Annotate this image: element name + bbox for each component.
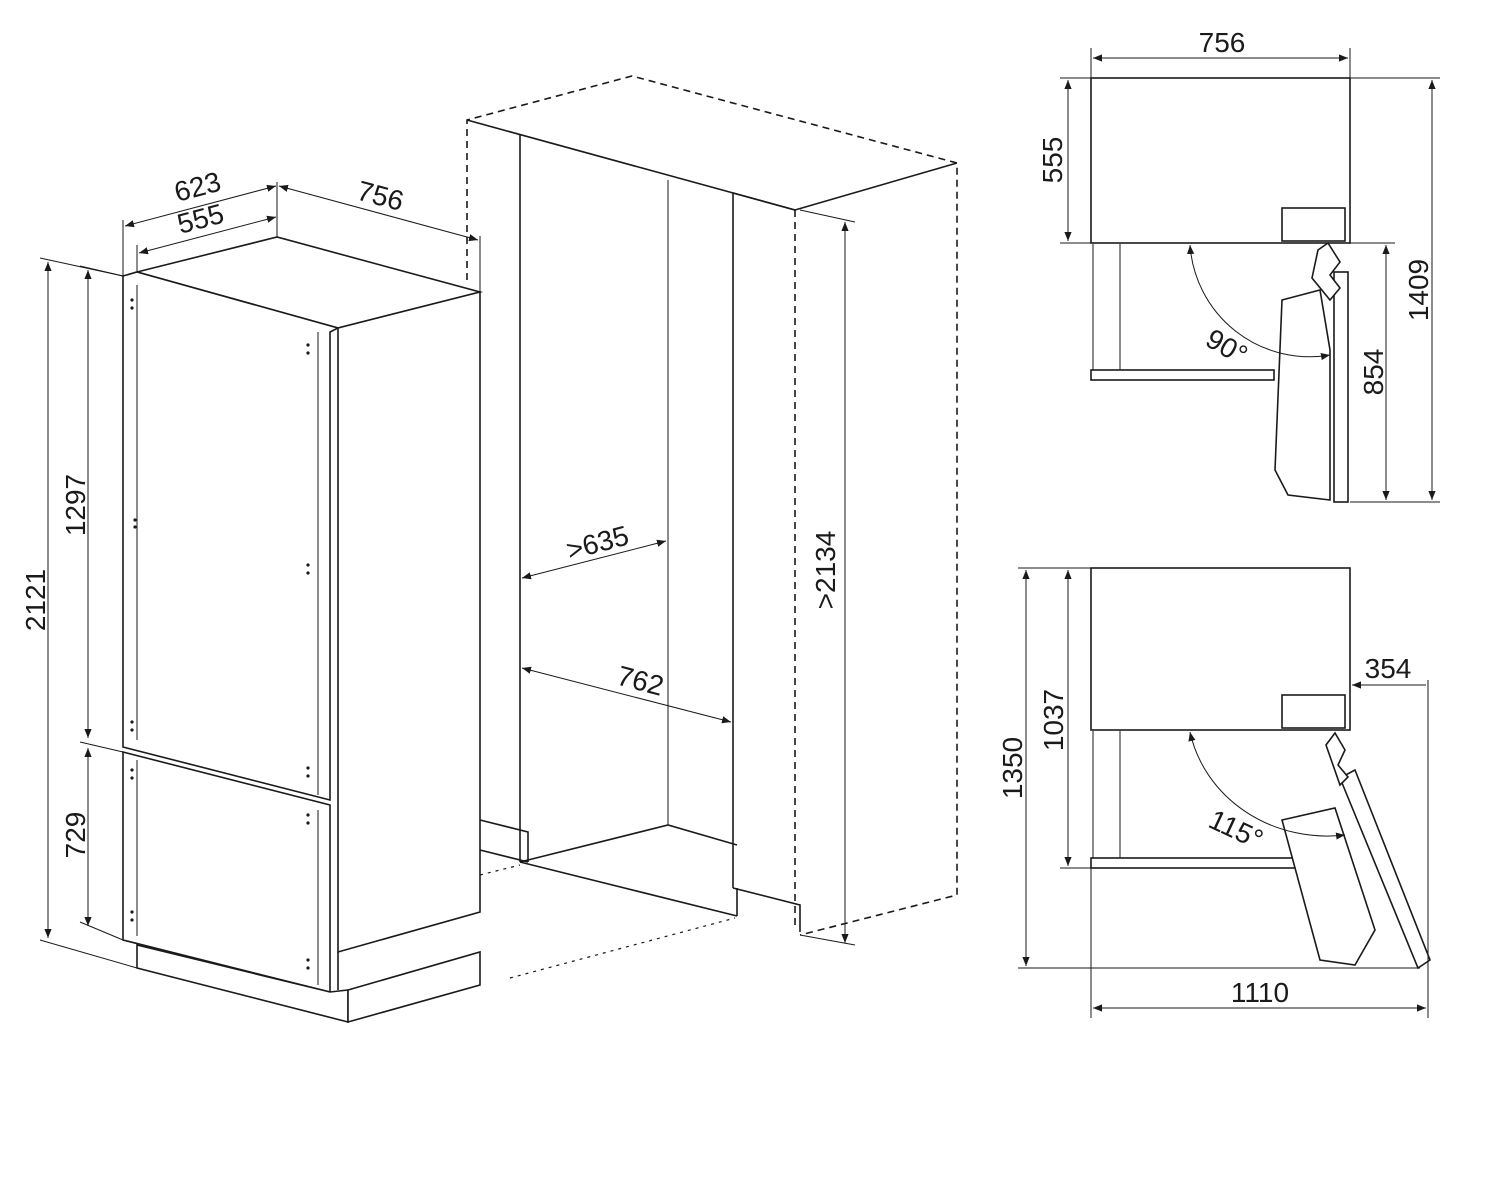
- fridge-isometric: 623 555 756 2121 1297 729: [20, 166, 484, 1024]
- dim-width: 756: [354, 175, 407, 217]
- dim-height-total: 2121: [20, 569, 51, 631]
- angle-90: 90°: [1201, 323, 1253, 371]
- dim-height-freezer: 729: [60, 812, 91, 859]
- dim-total-width: 1110: [1231, 977, 1289, 1008]
- dim-top-width: 756: [1199, 27, 1246, 58]
- dim-door-depth: 854: [1358, 349, 1389, 396]
- dim-total-depth-115: 1350: [997, 737, 1028, 799]
- dim-side-clearance: 354: [1365, 653, 1412, 684]
- angle-115: 115°: [1204, 804, 1268, 856]
- dim-height-fridge: 1297: [60, 474, 91, 536]
- dim-top-depth: 555: [1037, 137, 1068, 184]
- dim-total-depth-90: 1409: [1403, 259, 1434, 321]
- fridge-door: [122, 271, 341, 802]
- niche-isometric: >635 762 >2134: [466, 75, 958, 979]
- dim-depth-body-115: 1037: [1038, 689, 1069, 751]
- top-view-115: 115° 1037 1350 354 1110: [997, 567, 1431, 1018]
- top-view-90: 90° 756 555 854 1409: [1037, 27, 1440, 503]
- fridge-side-face: [337, 290, 481, 954]
- dim-niche-height: >2134: [810, 531, 841, 610]
- dim-niche-width: 762: [614, 660, 667, 702]
